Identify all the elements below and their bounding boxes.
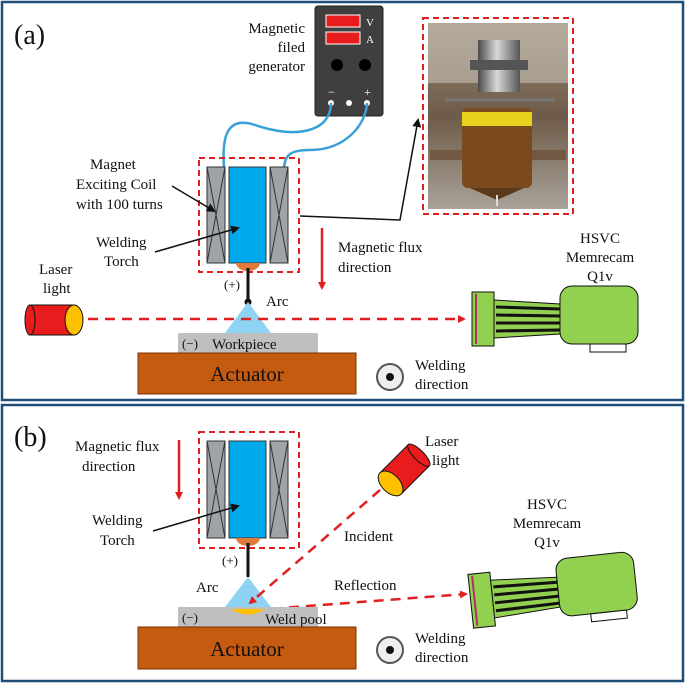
torch-pointer: [154, 225, 240, 253]
welding-direction-label-b: Welding direction: [415, 631, 469, 666]
torch-label-line: Welding: [92, 513, 143, 529]
panel-a-tag: (a): [14, 20, 45, 51]
weld-pool: [231, 609, 265, 615]
coil-pointer: [171, 185, 216, 213]
laser-label: Laser light: [39, 262, 72, 297]
flux-label-line: Magnetic flux: [75, 439, 160, 455]
actuator: [137, 352, 357, 395]
setup-photo: [428, 23, 568, 209]
flux-label-line: direction: [338, 260, 392, 276]
laser-label-b: Laser light: [425, 434, 460, 469]
current-display: [325, 31, 361, 45]
reflection-label: Reflection: [334, 578, 397, 594]
incident-beam: [248, 489, 381, 605]
hsvc-label-line: Q1v: [587, 269, 613, 285]
hsvc-camera: [471, 285, 639, 353]
welding-direction-label-line: direction: [415, 650, 469, 666]
knob-left: [331, 59, 343, 71]
panel-b-frame: [0, 403, 685, 683]
laser-label-line: light: [432, 453, 460, 469]
panel-b: (b) Magnetic flux direction Welding Torc…: [0, 403, 685, 683]
terminal-minus-label: −: [328, 85, 335, 99]
hsvc-label-b: HSVC Memrecam Q1v: [513, 497, 582, 551]
actuator-b: [137, 626, 357, 670]
minus-label-b: (−): [182, 610, 198, 625]
generator-label-line: Magnetic: [248, 21, 305, 37]
arc-cone: [225, 302, 271, 333]
generator-label-line: filed: [278, 40, 306, 56]
welding-torch-body-b: [228, 440, 267, 539]
torch-nozzle-b: [236, 538, 260, 546]
hsvc-label-line: HSVC: [580, 231, 620, 247]
exciting-coil-left: [206, 166, 226, 264]
exciting-coil-right: [269, 166, 289, 264]
torch-label-line: Torch: [104, 254, 139, 270]
exciting-coil-left-b: [206, 440, 226, 539]
laser-label-line: Laser: [39, 262, 72, 278]
laser-label-line: Laser: [425, 434, 458, 450]
flux-label-line: direction: [82, 459, 136, 475]
torch-nozzle: [236, 263, 260, 271]
plus-label: (+): [224, 277, 240, 292]
arc-cone-b: [222, 577, 274, 611]
actuator-label: Actuator: [210, 362, 283, 386]
workpiece: [178, 333, 318, 353]
welding-direction-label-line: direction: [415, 377, 469, 393]
flux-label-line: Magnetic flux: [338, 240, 423, 256]
coil-label-line: Exciting Coil: [76, 177, 156, 193]
torch-label-line: Welding: [96, 235, 147, 251]
minus-label: (−): [182, 336, 198, 351]
welding-torch-body: [228, 166, 267, 264]
torch-label-line: Torch: [100, 533, 135, 549]
weldpool-label: Weld pool: [265, 612, 327, 628]
panel-a-frame: [0, 0, 685, 402]
arc-label-b: Arc: [196, 580, 219, 596]
welding-direction-icon: [376, 363, 404, 391]
workpiece-b: [178, 607, 318, 627]
arc-label: Arc: [266, 294, 289, 310]
actuator-label-b: Actuator: [210, 637, 283, 661]
voltage-display: [325, 14, 361, 28]
generator-label: Magnetic filed generator: [248, 21, 305, 75]
coil-wire-right: [282, 102, 369, 169]
terminal-plus-label: +: [364, 85, 371, 99]
meter-v-label: V: [366, 17, 374, 29]
welding-direction-label-line: Welding: [415, 358, 466, 374]
panel-b-tag: (b): [14, 422, 47, 453]
laser-source: [24, 304, 84, 336]
photo-pointer: [299, 118, 422, 221]
generator-label-line: generator: [248, 59, 305, 75]
workpiece-label: Workpiece: [212, 337, 277, 353]
terminal-ground: [346, 100, 352, 106]
flux-label-b: Magnetic flux direction: [75, 439, 160, 475]
coil-label-line: Magnet: [90, 157, 137, 173]
hsvc-camera-b: [467, 551, 638, 629]
hsvc-label-line: Memrecam: [513, 516, 582, 532]
coil-label-line: with 100 turns: [76, 197, 163, 213]
incident-label: Incident: [344, 529, 394, 545]
panel-a: (a) V A − + Magnetic filed generator: [0, 0, 685, 402]
welding-direction-icon-b: [376, 636, 404, 664]
flux-label: Magnetic flux direction: [338, 240, 423, 276]
torch-pointer-b: [152, 503, 240, 532]
hsvc-label-line: Q1v: [534, 535, 560, 551]
laser-label-line: light: [43, 281, 71, 297]
magnetic-field-generator: V A − +: [314, 5, 384, 117]
torch-label: Welding Torch: [96, 235, 147, 270]
coil-label: Magnet Exciting Coil with 100 turns: [76, 157, 163, 213]
hsvc-label-line: HSVC: [527, 497, 567, 513]
exciting-coil-right-b: [269, 440, 289, 539]
torch-label-b: Welding Torch: [92, 513, 143, 549]
laser-source-b: [377, 443, 431, 497]
coil-wire-left: [222, 102, 333, 169]
hsvc-label: HSVC Memrecam Q1v: [566, 231, 635, 285]
hsvc-label-line: Memrecam: [566, 250, 635, 266]
welding-direction-label: Welding direction: [415, 358, 469, 393]
knob-right: [359, 59, 371, 71]
plus-label-b: (+): [222, 553, 238, 568]
welding-direction-label-line: Welding: [415, 631, 466, 647]
setup-photo-frame: [422, 17, 574, 215]
meter-a-label: A: [366, 34, 374, 46]
